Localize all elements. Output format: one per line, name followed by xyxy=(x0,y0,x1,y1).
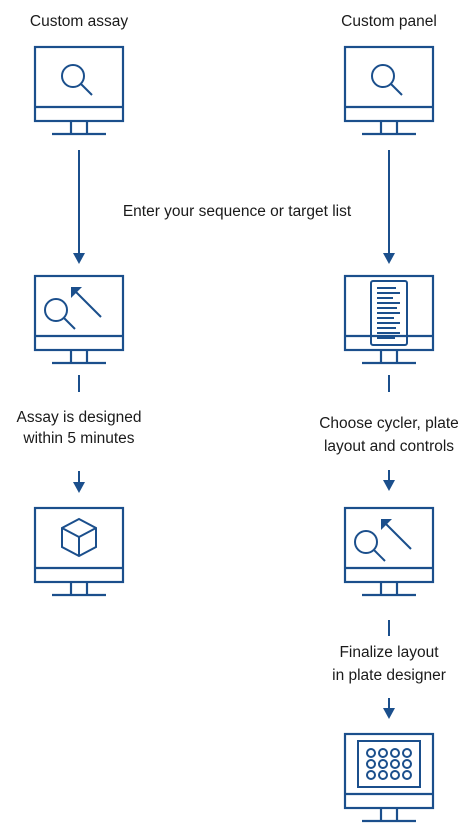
panel-step-text-line2: layout and controls xyxy=(324,438,454,455)
assay-step-text-line1: Assay is designed xyxy=(17,409,142,426)
right-column-title: Custom panel xyxy=(341,13,437,30)
arrow-down xyxy=(383,470,395,491)
left-column-title: Custom assay xyxy=(30,13,128,30)
monitor-search-icon xyxy=(33,45,125,136)
monitor-document-icon xyxy=(343,274,435,365)
shared-step-text: Enter your sequence or target list xyxy=(123,203,352,220)
arrow-down xyxy=(383,698,395,719)
monitor-plate-icon xyxy=(343,732,435,823)
arrow-down xyxy=(383,150,395,264)
monitor-search-icon xyxy=(343,45,435,136)
panel-final-text-line2: in plate designer xyxy=(332,667,446,684)
assay-step-text-line2: within 5 minutes xyxy=(22,430,134,447)
monitor-search-arrow-icon xyxy=(343,506,435,597)
panel-final-text-line1: Finalize layout xyxy=(339,644,439,661)
arrow-down xyxy=(73,150,85,264)
monitor-search-arrow-icon xyxy=(33,274,125,365)
arrow-down xyxy=(73,471,85,493)
panel-step-text-line1: Choose cycler, plate xyxy=(319,415,459,432)
monitor-cube-icon xyxy=(33,506,125,597)
